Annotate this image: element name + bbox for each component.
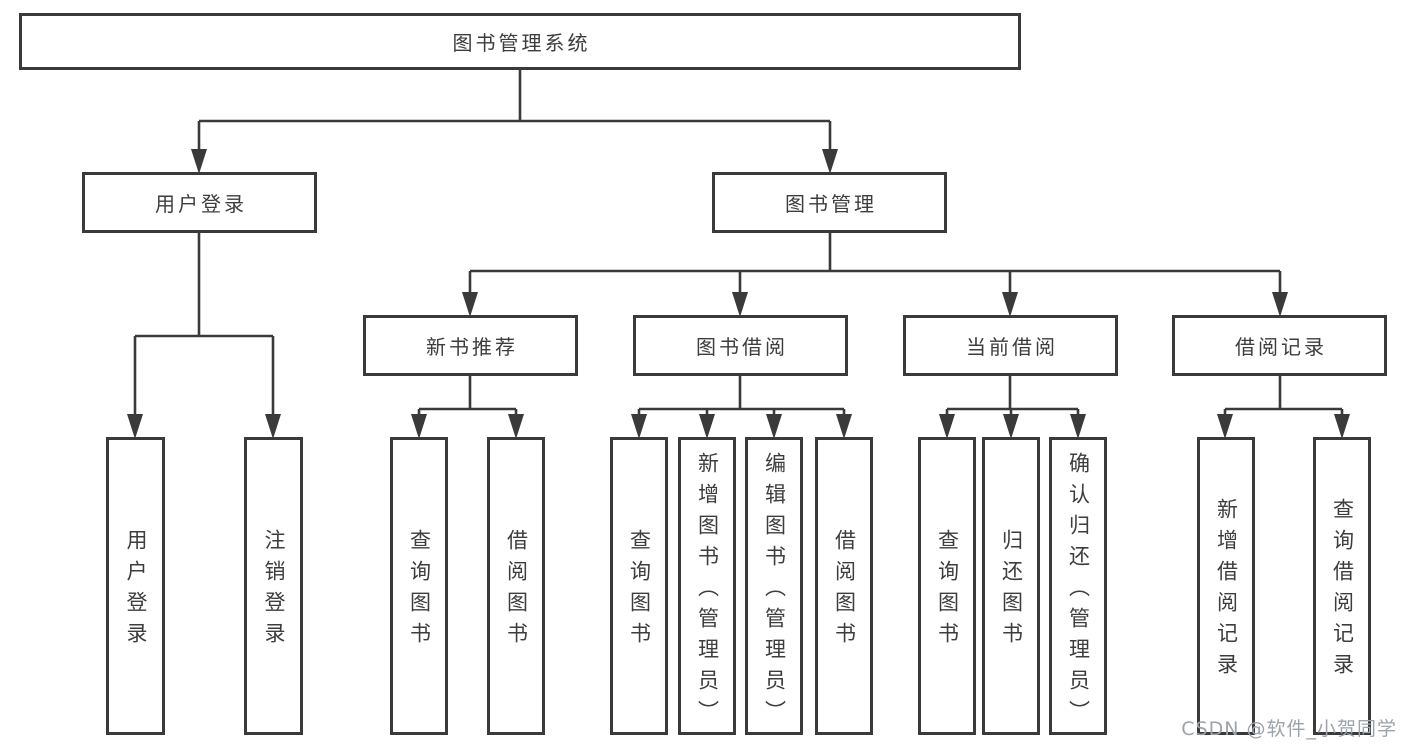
leaf-borrow-books-recommend: 借阅图书 xyxy=(487,437,545,735)
leaf-user-login: 用户登录 xyxy=(106,437,165,735)
node-label: 当前借阅 xyxy=(966,335,1058,359)
node-book-management: 图书管理 xyxy=(712,172,947,233)
leaf-label: 确认归还（管理员） xyxy=(1066,451,1091,731)
node-new-book-recommend: 新书推荐 xyxy=(363,315,578,376)
csdn-watermark: CSDN @软件_小贺同学 xyxy=(1181,718,1397,740)
leaf-edit-books-admin: 编辑图书（管理员） xyxy=(745,437,803,735)
leaf-return-books: 归还图书 xyxy=(982,437,1040,735)
node-library-management-system: 图书管理系统 xyxy=(19,13,1021,70)
leaf-label: 新增图书（管理员） xyxy=(695,451,720,731)
arrowhead-icons xyxy=(127,149,1350,439)
node-label: 新书推荐 xyxy=(426,335,518,359)
leaf-confirm-return-admin: 确认归还（管理员） xyxy=(1049,437,1107,735)
leaf-query-books-recommend: 查询图书 xyxy=(390,437,448,735)
leaf-logout: 注销登录 xyxy=(244,437,303,735)
leaf-label: 查询图书 xyxy=(627,529,652,653)
leaf-label: 编辑图书（管理员） xyxy=(762,451,787,731)
node-label: 图书管理 xyxy=(785,192,877,216)
node-label: 借阅记录 xyxy=(1235,335,1327,359)
node-user-login: 用户登录 xyxy=(82,172,317,233)
leaf-label: 查询图书 xyxy=(935,529,960,653)
leaf-borrow-books: 借阅图书 xyxy=(815,437,873,735)
leaf-query-borrow-record: 查询借阅记录 xyxy=(1313,437,1371,735)
leaf-label: 归还图书 xyxy=(999,529,1024,653)
leaf-label: 查询借阅记录 xyxy=(1330,498,1355,684)
leaf-label: 借阅图书 xyxy=(504,529,529,653)
leaf-label: 注销登录 xyxy=(262,529,286,653)
node-book-borrow: 图书借阅 xyxy=(633,315,848,376)
node-label: 图书管理系统 xyxy=(452,31,591,55)
node-label: 用户登录 xyxy=(155,192,247,216)
leaf-label: 用户登录 xyxy=(124,529,148,653)
node-current-borrow: 当前借阅 xyxy=(903,315,1118,376)
leaf-add-books-admin: 新增图书（管理员） xyxy=(678,437,736,735)
leaf-query-books-current: 查询图书 xyxy=(918,437,976,735)
leaf-query-books-borrow: 查询图书 xyxy=(610,437,668,735)
leaf-label: 查询图书 xyxy=(407,529,432,653)
leaf-label: 新增借阅记录 xyxy=(1214,498,1239,684)
node-borrow-records: 借阅记录 xyxy=(1172,315,1387,376)
leaf-label: 借阅图书 xyxy=(832,529,857,653)
node-label: 图书借阅 xyxy=(696,335,788,359)
leaf-add-borrow-record: 新增借阅记录 xyxy=(1197,437,1255,735)
